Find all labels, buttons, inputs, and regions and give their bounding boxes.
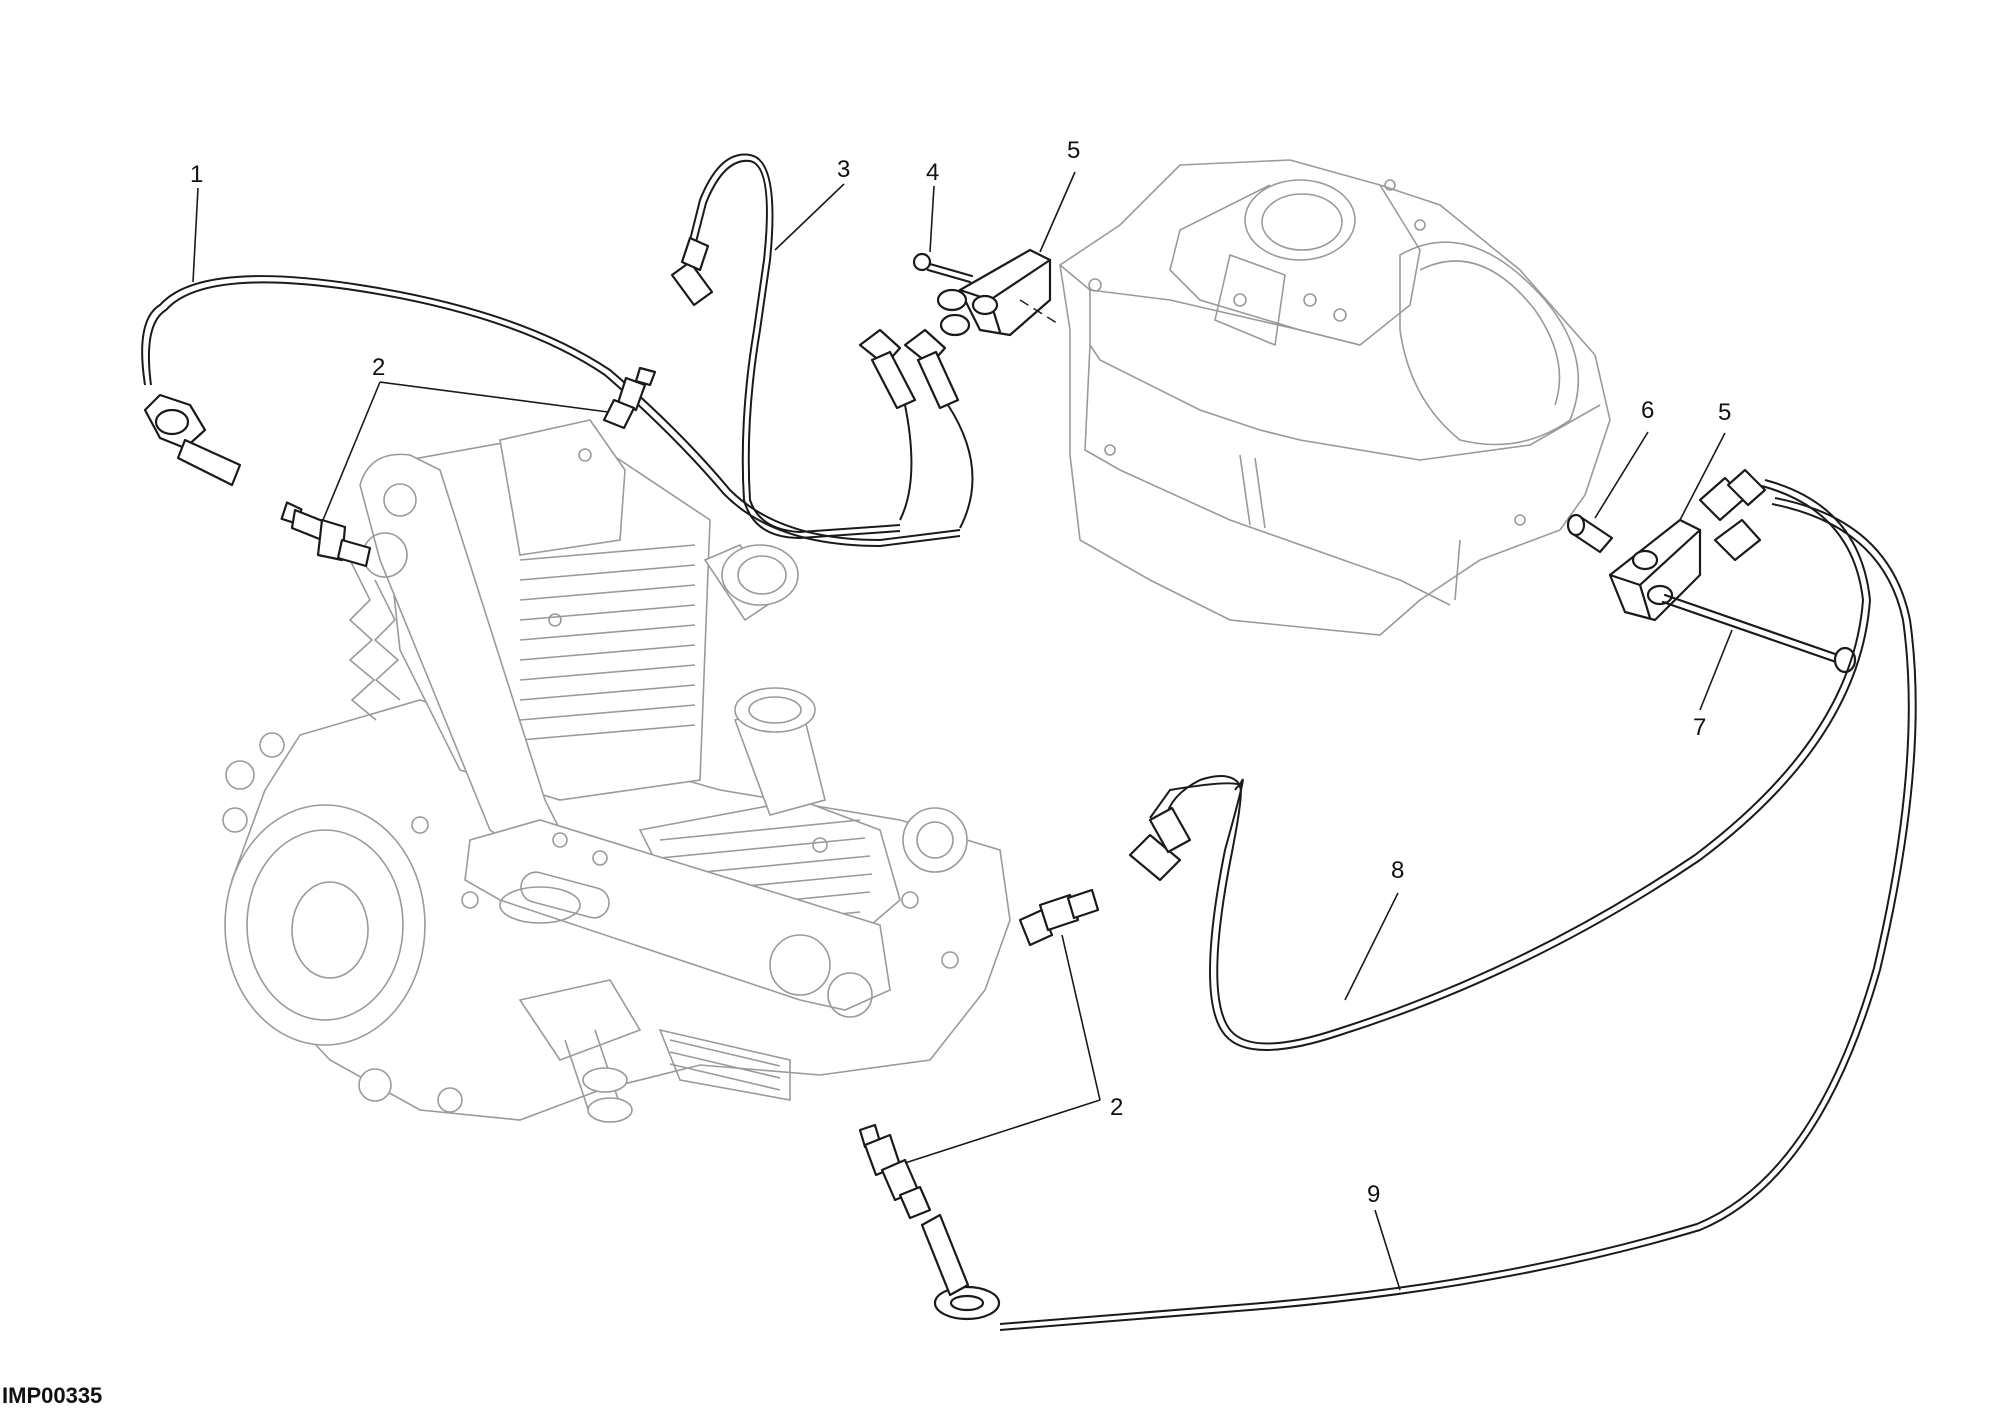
- ignition-coil-lower: [1608, 468, 1767, 622]
- bolt-4: [912, 252, 974, 284]
- spark-plug-middle: [1018, 888, 1100, 947]
- spacer-6: [1566, 513, 1614, 554]
- callout-8: 8: [1391, 857, 1404, 884]
- callout-7: 7: [1693, 714, 1706, 741]
- engine-illustration: [222, 419, 1011, 1123]
- leader-lines: [192, 171, 1733, 1291]
- bolt-7: [1661, 593, 1857, 674]
- hv-cable-3: [670, 153, 901, 540]
- spark-plug-upper: [280, 501, 372, 568]
- callout-2-upper: 2: [372, 354, 385, 381]
- reference-code: IMP00335: [2, 1383, 102, 1408]
- tank-illustration: [1059, 159, 1611, 636]
- callout-6: 6: [1641, 397, 1654, 424]
- callout-3: 3: [837, 156, 850, 183]
- callout-2-lower: 2: [1110, 1094, 1123, 1121]
- callout-1: 1: [190, 161, 203, 188]
- coil-leads: [858, 328, 974, 529]
- callout-labels: 1 2 3 4 5 5 6 7 8 2 9: [190, 137, 1731, 1208]
- callout-9: 9: [1367, 1181, 1380, 1208]
- spark-plug-lower: [858, 1123, 932, 1220]
- callout-5-upper: 5: [1067, 137, 1080, 164]
- ignition-coil-upper: [936, 248, 1061, 337]
- hv-cable-8: [1128, 479, 1872, 1051]
- spark-plug-top: [602, 366, 657, 430]
- hv-cable-9: [920, 497, 1917, 1331]
- callout-5-lower: 5: [1718, 399, 1731, 426]
- callout-4: 4: [926, 159, 939, 186]
